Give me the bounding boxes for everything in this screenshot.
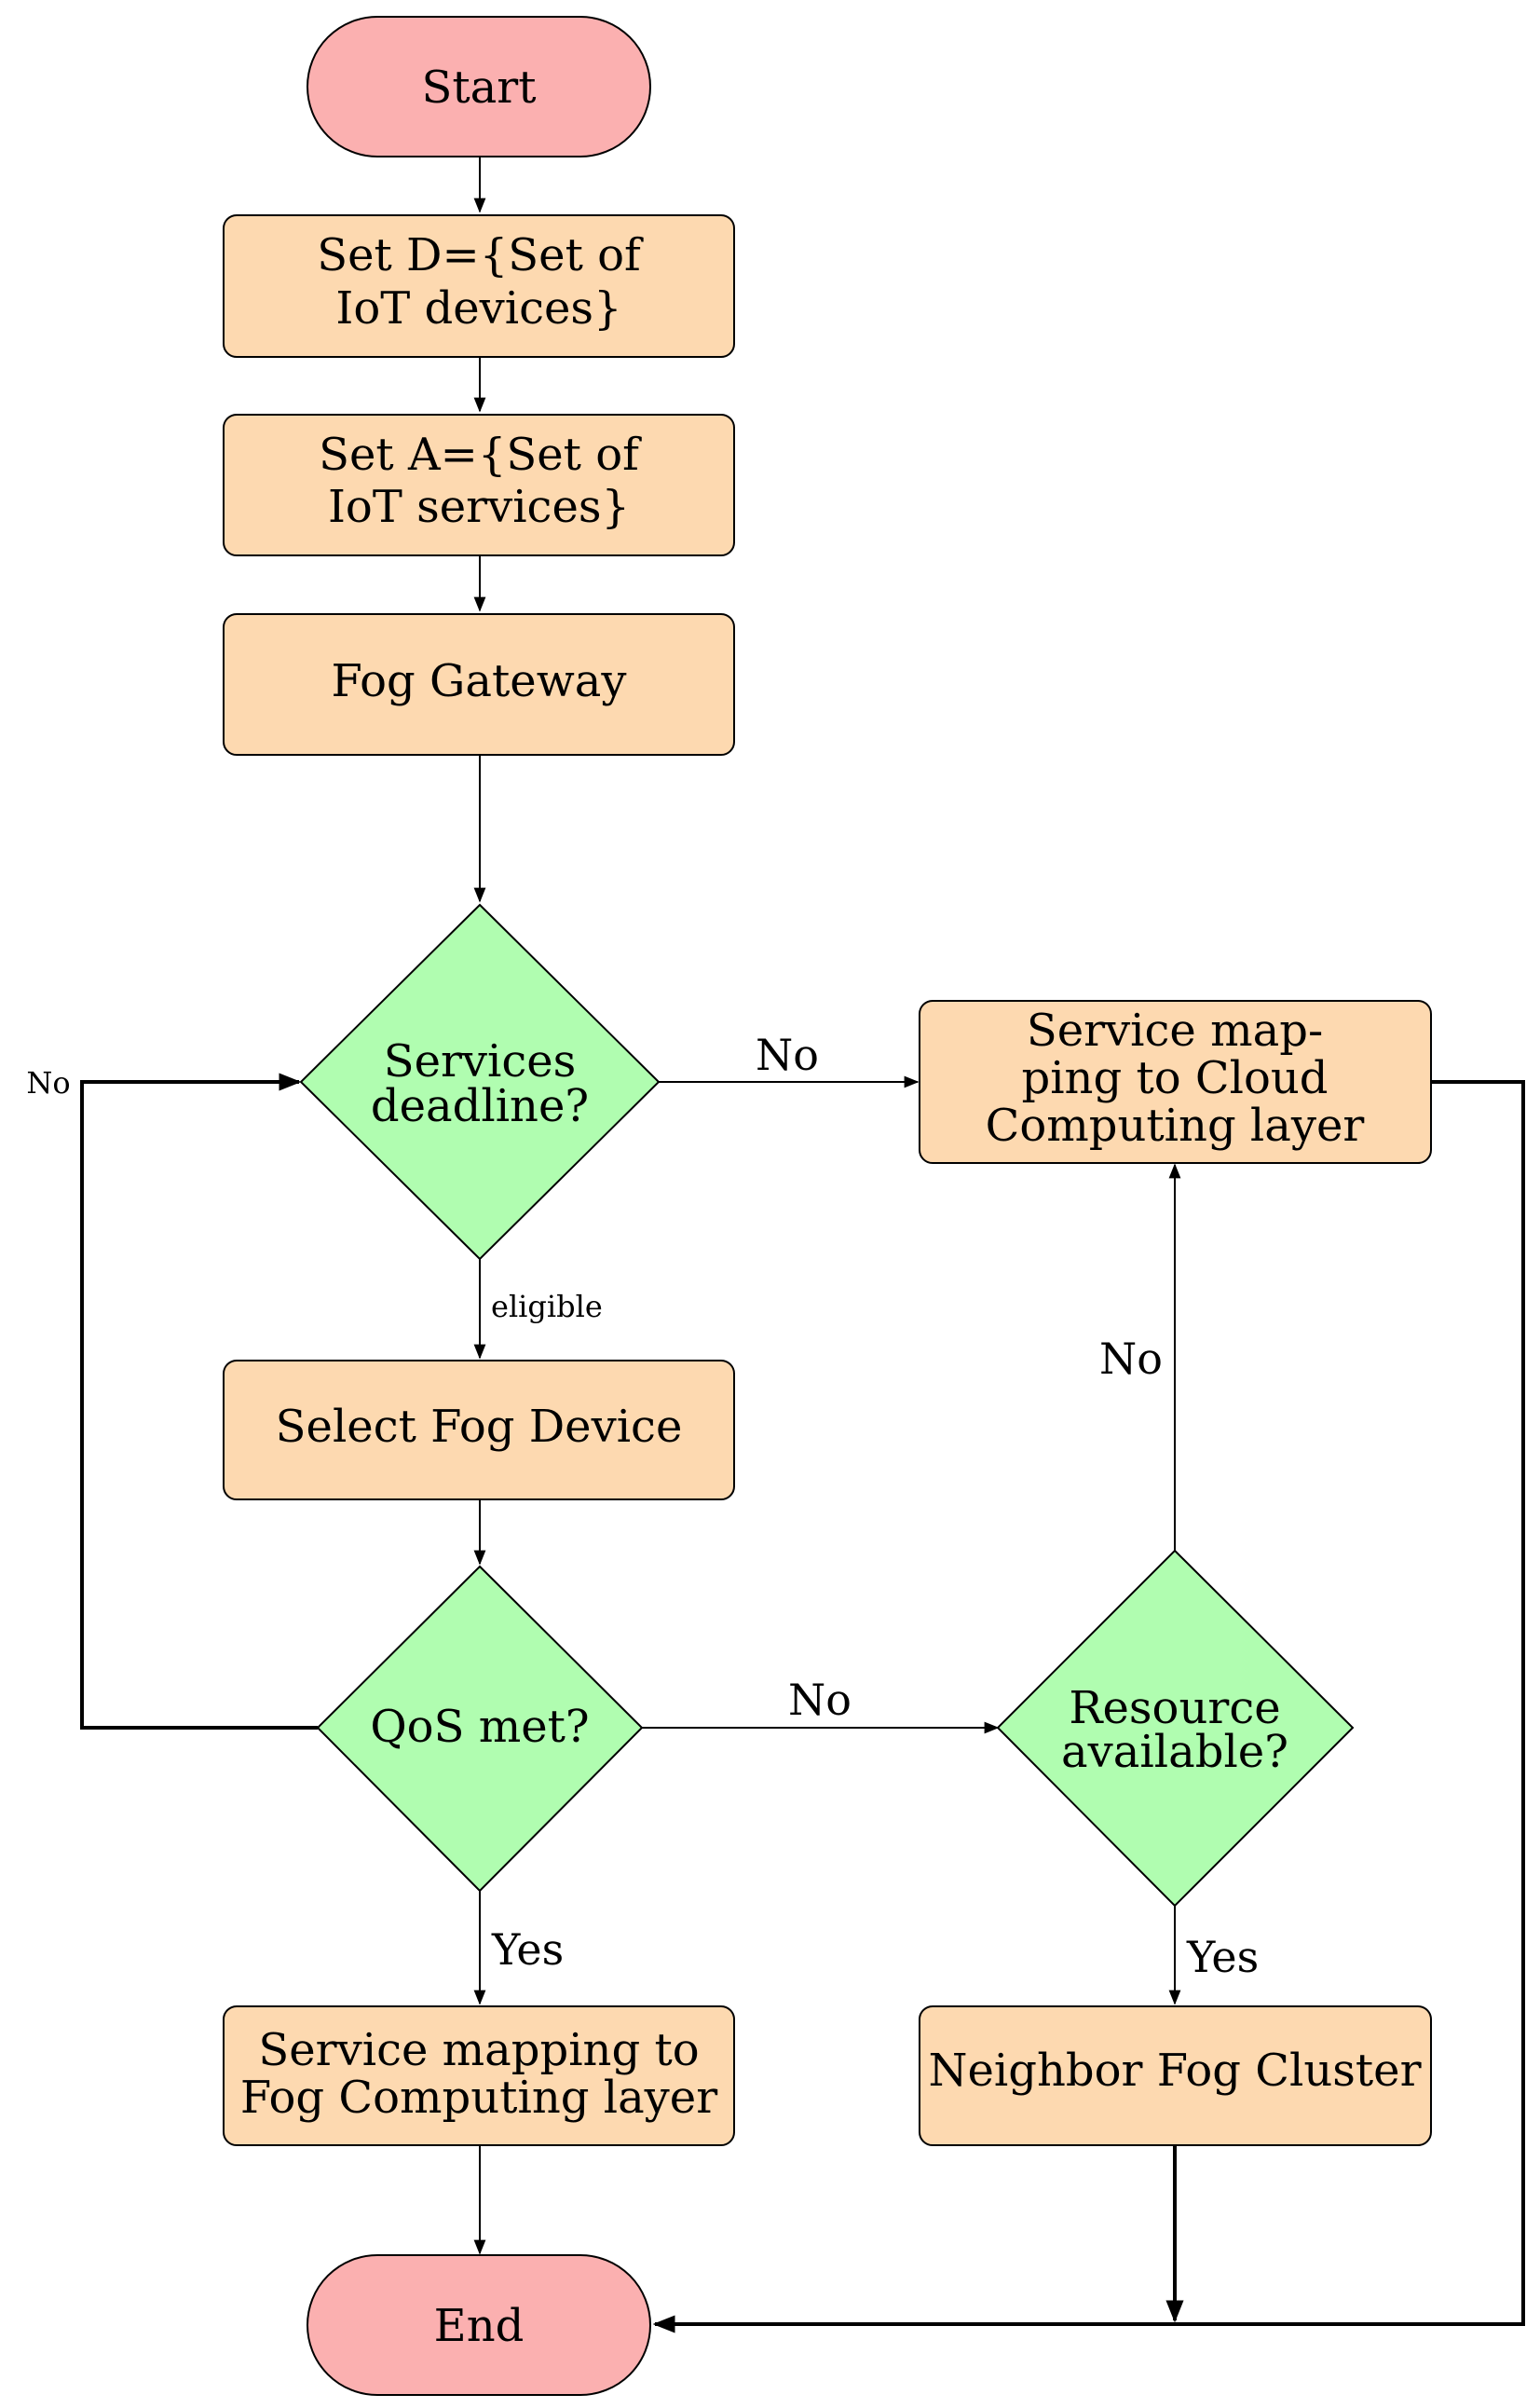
edge-label-qos-yes: Yes: [491, 1924, 564, 1975]
node-start-shape: [307, 16, 651, 157]
node-cloud-mapping-label-2: ping to Cloud: [1021, 1052, 1328, 1104]
node-set-d-shape: [223, 214, 735, 358]
node-fog-mapping-label-1: Service mapping to: [258, 2024, 699, 2076]
edge-labels: No eligible No Yes No No Yes: [26, 1030, 1259, 1982]
node-set-a-label-1: Set A={Set of: [319, 429, 642, 481]
node-fog-mapping: Service mapping to Fog Computing layer: [223, 2005, 735, 2146]
node-set-a-shape: [223, 414, 735, 556]
node-end: End: [307, 2254, 651, 2396]
node-services-deadline: Services deadline?: [299, 903, 661, 1261]
node-qos-met: QoS met?: [316, 1565, 644, 1893]
edge-label-qos-loop-no: No: [26, 1065, 70, 1101]
node-qos-met-shape: [316, 1565, 644, 1893]
node-set-d: Set D={Set of IoT devices}: [223, 214, 735, 358]
edge-qos-loop-to-deadline: [80, 1073, 318, 1730]
node-fog-gateway-shape: [223, 613, 735, 756]
node-end-label: End: [434, 2300, 525, 2352]
node-services-deadline-label-2: deadline?: [371, 1080, 589, 1132]
node-cloud-mapping-shape: [919, 1000, 1432, 1164]
node-fog-gateway: Fog Gateway: [223, 613, 735, 756]
edge-label-resource-no: No: [1099, 1334, 1163, 1384]
node-services-deadline-label-1: Services: [384, 1035, 577, 1088]
node-select-fog-label: Select Fog Device: [276, 1401, 683, 1453]
node-cloud-mapping-label-1: Service map-: [1027, 1005, 1323, 1057]
node-set-d-label-1: Set D={Set of: [317, 229, 644, 281]
node-select-fog-shape: [223, 1360, 735, 1500]
node-resource-available-label-2: available?: [1061, 1726, 1288, 1778]
node-set-a: Set A={Set of IoT services}: [223, 414, 735, 556]
node-fog-mapping-label-2: Fog Computing layer: [240, 2072, 717, 2124]
node-services-deadline-shape: [299, 903, 661, 1261]
node-qos-met-label: QoS met?: [370, 1701, 589, 1753]
node-neighbor-fog-label: Neighbor Fog Cluster: [928, 2045, 1421, 2097]
edge-label-deadline-eligible: eligible: [491, 1289, 603, 1324]
node-neighbor-fog-shape: [919, 2005, 1432, 2146]
node-cloud-mapping: Service map- ping to Cloud Computing lay…: [919, 1000, 1432, 1164]
node-set-a-label-2: IoT services}: [328, 481, 630, 533]
node-start-label: Start: [421, 62, 536, 114]
node-start: Start: [307, 16, 651, 157]
edge-label-resource-yes: Yes: [1186, 1932, 1259, 1982]
node-cloud-mapping-label-3: Computing layer: [986, 1100, 1365, 1152]
edge-cloud-to-end: [652, 1080, 1525, 2333]
node-end-shape: [307, 2254, 651, 2396]
node-resource-available: Resource available?: [996, 1549, 1355, 1908]
edges: [80, 157, 1525, 2333]
node-select-fog: Select Fog Device: [223, 1360, 735, 1500]
node-resource-available-shape: [996, 1549, 1355, 1908]
node-set-d-label-2: IoT devices}: [335, 282, 621, 335]
edge-label-deadline-no: No: [756, 1030, 819, 1080]
node-fog-gateway-label: Fog Gateway: [331, 655, 626, 707]
node-neighbor-fog: Neighbor Fog Cluster: [919, 2005, 1432, 2146]
node-fog-mapping-shape: [223, 2005, 735, 2146]
node-resource-available-label-1: Resource: [1069, 1682, 1280, 1734]
edge-label-qos-no: No: [788, 1675, 852, 1725]
